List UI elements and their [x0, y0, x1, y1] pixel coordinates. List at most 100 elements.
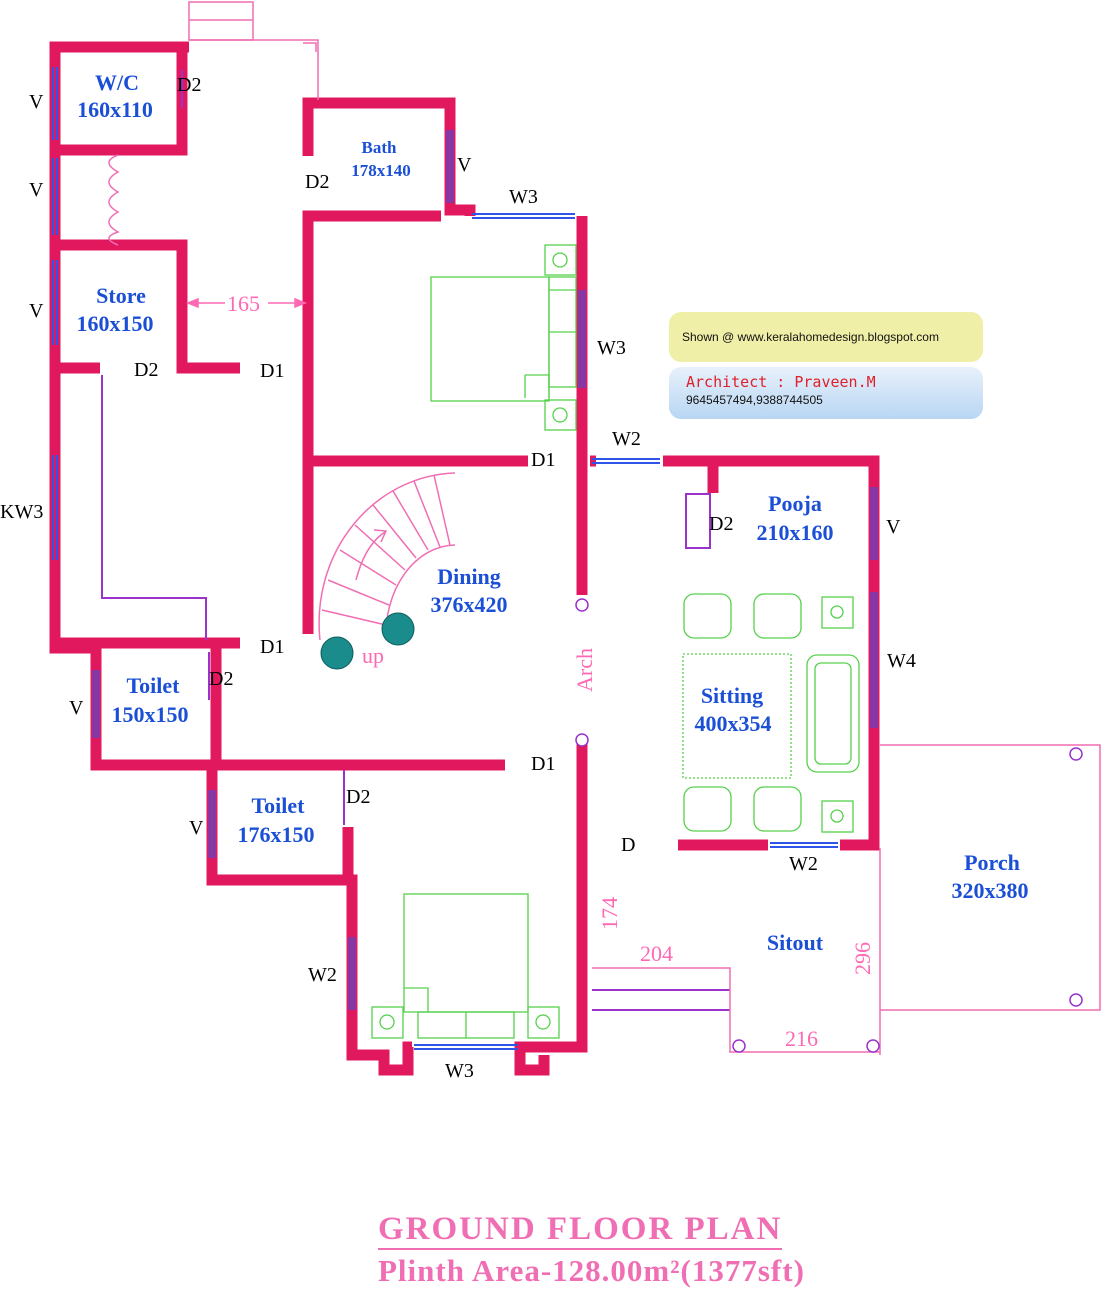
opening-labels: D2 V V D2 V W3 V W3 D2 D1 W2 D1 KW3 D2 V…	[0, 74, 916, 1082]
room-labels: W/C 160x110 Bath 178x140 Store 160x150 D…	[77, 70, 1029, 955]
label-v: V	[29, 179, 44, 201]
window-w3-east	[579, 290, 585, 388]
stair-treads	[321, 474, 451, 626]
floor-plan: W/C 160x110 Bath 178x140 Store 160x150 D…	[0, 1, 1101, 1082]
sofa-icon	[682, 653, 860, 779]
door-leaf-sitout	[592, 989, 730, 1011]
label-kw3: KW3	[0, 501, 43, 523]
wall-center-east-lower	[514, 738, 588, 1076]
label-w2: W2	[612, 428, 641, 450]
architect-name: Architect : Praveen.M	[686, 373, 876, 391]
room-pooja-size: 210x160	[757, 520, 834, 545]
stair-arrow	[355, 529, 388, 581]
curtain-rod	[108, 154, 120, 246]
window-v-store	[52, 260, 58, 345]
window-w4	[871, 592, 877, 728]
room-bath-size: 178x140	[351, 161, 411, 180]
window-v-wc	[52, 67, 58, 140]
label-d2: D2	[305, 171, 329, 193]
plan-title: GROUND FLOOR PLAN	[378, 1210, 783, 1250]
window-v-pooja	[871, 487, 877, 560]
window-kw3	[52, 455, 58, 560]
room-dining-size: 376x420	[431, 592, 508, 617]
label-d1: D1	[260, 360, 284, 382]
label-d1: D1	[531, 753, 555, 775]
room-dining-name: Dining	[437, 564, 501, 589]
architect-credit-box: Architect : Praveen.M 9645457494,9388744…	[669, 367, 983, 419]
label-w3: W3	[597, 337, 626, 359]
window-v-toilet1	[93, 670, 99, 738]
label-d2: D2	[709, 513, 733, 535]
label-w4: W4	[887, 650, 916, 672]
label-v: V	[886, 516, 901, 538]
porch-column	[1069, 993, 1083, 1007]
label-d2: D2	[134, 359, 158, 381]
window-w2-sitting	[592, 458, 660, 464]
label-up: up	[362, 643, 384, 668]
sitout-column	[732, 1039, 746, 1053]
door-leaves	[101, 70, 730, 1011]
window-w2-bottom	[770, 842, 838, 848]
label-d2: D2	[346, 786, 370, 808]
room-store-size: 160x150	[77, 311, 154, 336]
label-w2: W2	[789, 853, 818, 875]
windows	[52, 67, 877, 1050]
door-leaf-corridor	[101, 375, 207, 640]
dim-165: 165	[227, 291, 260, 316]
dim-165-arrow-r	[294, 297, 308, 309]
label-v: V	[69, 697, 84, 719]
label-d2: D2	[209, 668, 233, 690]
window-w3-top	[472, 213, 575, 219]
label-w2: W2	[308, 964, 337, 986]
room-pooja-name: Pooja	[768, 491, 822, 516]
label-v: V	[29, 300, 44, 322]
bed-icon	[430, 244, 577, 431]
label-w3: W3	[445, 1060, 474, 1082]
dim-216: 216	[785, 1026, 818, 1051]
arch-column-top	[575, 598, 589, 612]
passage-lines	[303, 42, 317, 52]
wall-bedroom1	[302, 210, 441, 634]
label-d: D	[621, 834, 635, 856]
plant-icon	[320, 612, 415, 670]
staircase	[108, 1, 1101, 1055]
door-leaf-pooja	[685, 493, 711, 549]
dim-296: 296	[850, 942, 875, 975]
room-toilet2-name: Toilet	[252, 793, 306, 818]
room-toilet2-size: 176x150	[238, 822, 315, 847]
website-credit-text: Shown @ www.keralahomedesign.blogspot.co…	[682, 330, 939, 344]
room-sitting-size: 400x354	[695, 711, 772, 736]
window-w3-bed2	[414, 1044, 518, 1050]
wall-bath	[302, 97, 476, 216]
label-v: V	[189, 817, 204, 839]
label-d1: D1	[260, 636, 284, 658]
chair-icon	[683, 593, 854, 833]
window-v-bath	[447, 130, 453, 203]
room-sitting-name: Sitting	[701, 683, 763, 708]
room-porch-name: Porch	[964, 850, 1020, 875]
dim-174: 174	[597, 897, 622, 930]
website-credit-box: Shown @ www.keralahomedesign.blogspot.co…	[669, 312, 983, 362]
room-toilet1-name: Toilet	[127, 673, 181, 698]
dim-165-arrow-l	[185, 297, 199, 309]
wall-store-top	[55, 239, 240, 374]
stair-outer	[318, 472, 456, 641]
walls	[49, 41, 880, 1076]
room-wc-name: W/C	[95, 70, 139, 95]
label-v: V	[29, 91, 44, 113]
wc-passage	[189, 39, 319, 100]
arch-column-bottom	[575, 733, 589, 747]
room-bath-name: Bath	[362, 138, 398, 157]
window-v-toilet2	[209, 790, 215, 858]
room-wc-size: 160x110	[77, 97, 153, 122]
bed-icon	[371, 893, 560, 1039]
room-sitout-name: Sitout	[767, 930, 824, 955]
room-porch-size: 320x380	[952, 878, 1029, 903]
furniture	[371, 244, 860, 1039]
dim-204: 204	[640, 941, 673, 966]
label-arch: Arch	[572, 648, 597, 692]
label-w3: W3	[509, 186, 538, 208]
room-store-name: Store	[96, 283, 146, 308]
columns	[575, 598, 1083, 1053]
wall-sitting	[663, 455, 880, 851]
